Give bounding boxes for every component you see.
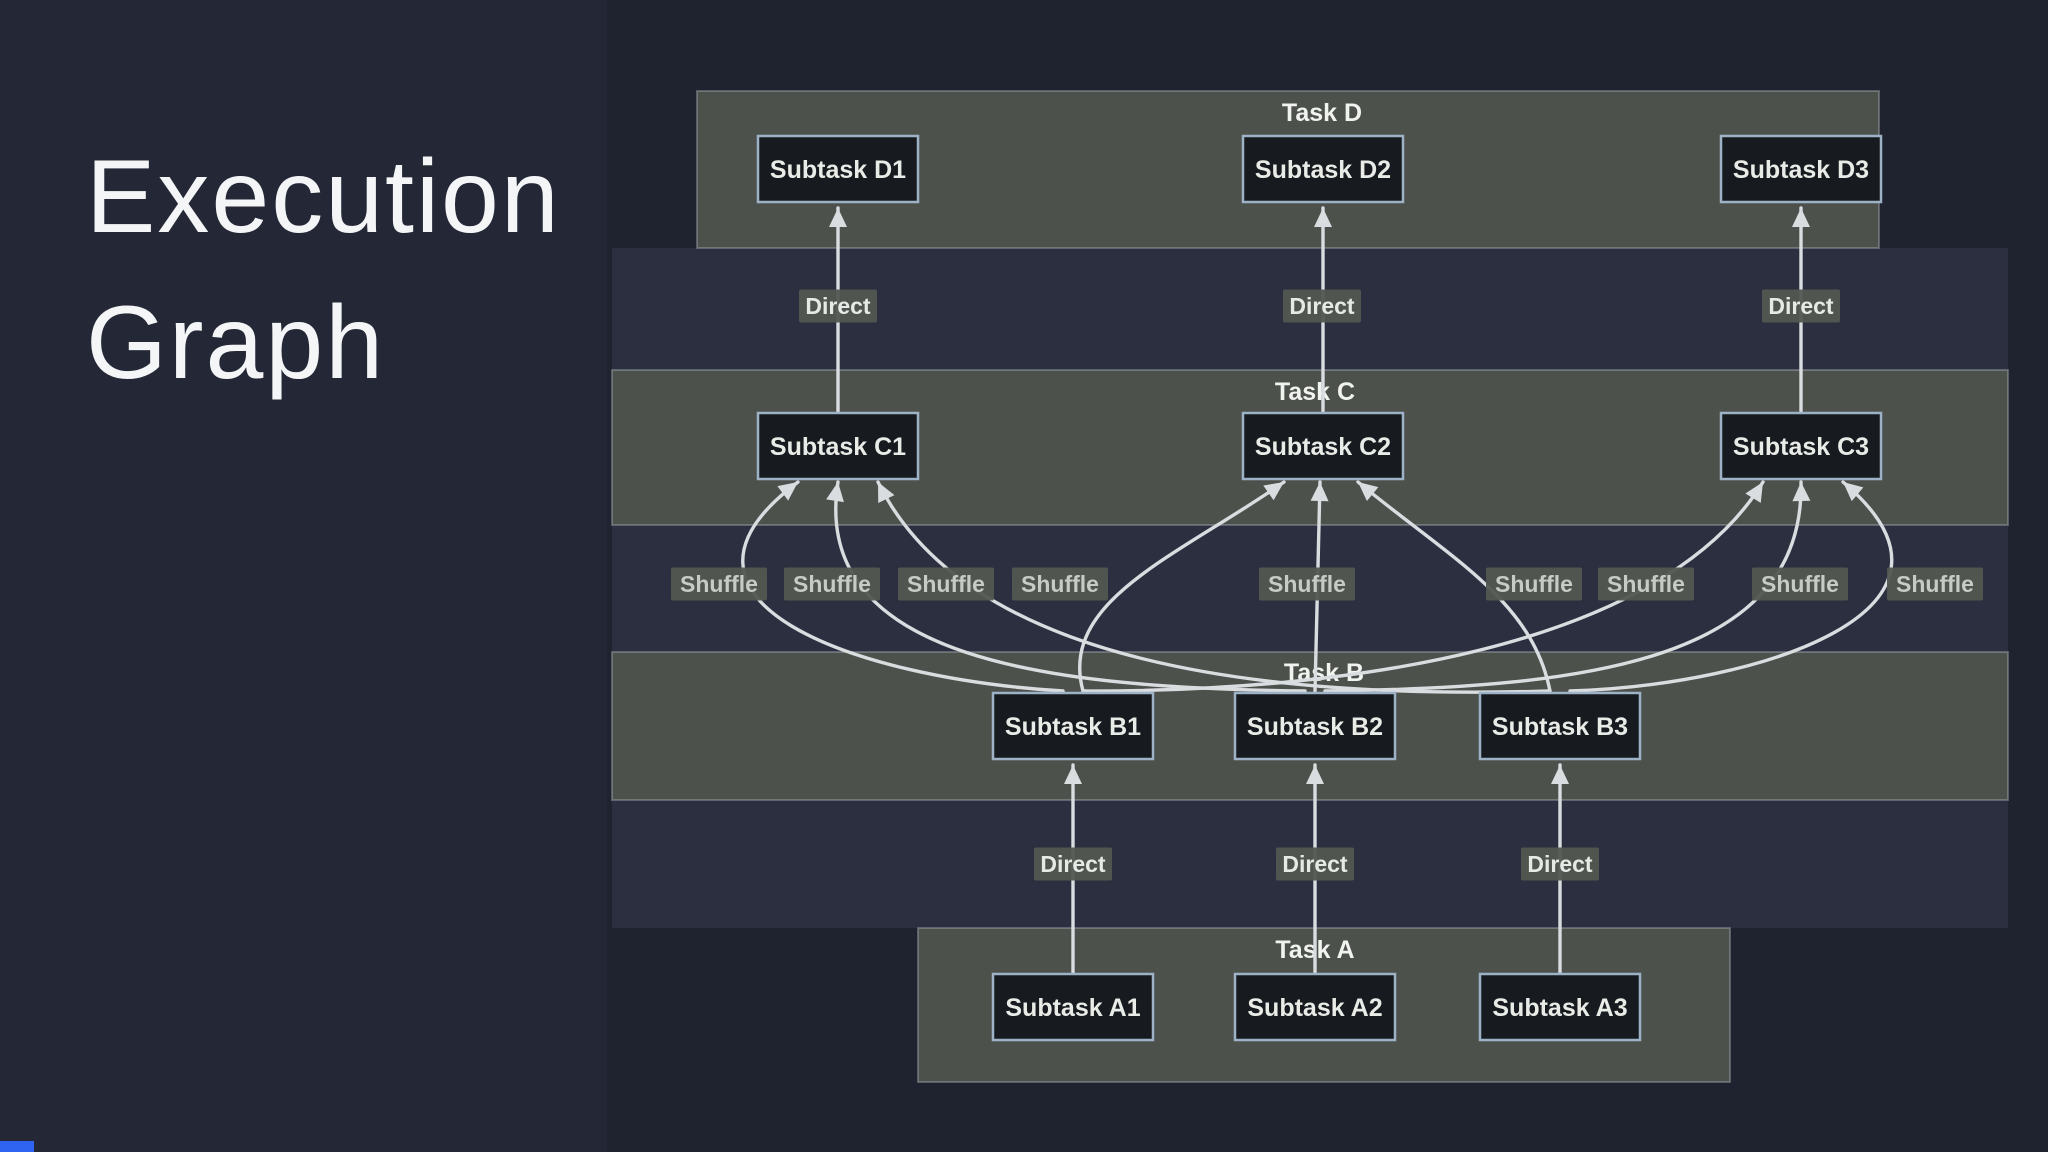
- node-label-C3: Subtask C3: [1733, 433, 1869, 461]
- edge-label-A2-B2: Direct: [1282, 851, 1348, 877]
- edge-B3-C2: [1356, 480, 1552, 693]
- edge-label-bg-B1-C2: [1012, 567, 1108, 601]
- node-B2: [1233, 691, 1397, 761]
- band-label-task-c: Task C: [1275, 378, 1355, 406]
- node-D2: [1241, 134, 1405, 204]
- node-A3: [1478, 972, 1642, 1042]
- edge-label-bg-B2-C2: [1259, 567, 1355, 601]
- edge-label-bg-C3-D3: [1762, 289, 1840, 323]
- node-label-C1: Subtask C1: [770, 433, 906, 461]
- edge-label-bg-A1-B1: [1034, 847, 1112, 881]
- edge-label-bg-B3-C2: [1486, 567, 1582, 601]
- node-label-A3: Subtask A3: [1492, 994, 1627, 1022]
- edge-label-bg-B2-C1: [784, 567, 880, 601]
- node-D3: [1719, 134, 1883, 204]
- edge-B1-C2: [1078, 480, 1286, 693]
- edge-label-C2-D2: Direct: [1289, 293, 1355, 319]
- node-C2: [1241, 411, 1405, 481]
- edge-label-B1-C2: Shuffle: [1021, 571, 1099, 597]
- edge-label-B3-C2: Shuffle: [1495, 571, 1573, 597]
- node-label-B1: Subtask B1: [1005, 713, 1141, 741]
- edge-label-bg-B1-C3: [1598, 567, 1694, 601]
- node-B1: [991, 691, 1155, 761]
- edge-label-bg-B1-C1: [671, 567, 767, 601]
- node-A2: [1233, 972, 1397, 1042]
- node-label-D2: Subtask D2: [1255, 156, 1391, 184]
- node-label-A1: Subtask A1: [1005, 994, 1140, 1022]
- edge-label-A3-B3: Direct: [1527, 851, 1593, 877]
- edge-label-B1-C1: Shuffle: [680, 571, 758, 597]
- node-C1: [756, 411, 920, 481]
- node-label-B3: Subtask B3: [1492, 713, 1628, 741]
- node-label-B2: Subtask B2: [1247, 713, 1383, 741]
- node-label-D1: Subtask D1: [770, 156, 906, 184]
- band-label-task-d: Task D: [1282, 99, 1362, 127]
- edge-label-B1-C3: Shuffle: [1607, 571, 1685, 597]
- edge-label-B2-C1: Shuffle: [793, 571, 871, 597]
- edge-label-bg-A3-B3: [1521, 847, 1599, 881]
- left-title-panel: [0, 0, 607, 1152]
- edge-B3-C1: [876, 480, 1552, 694]
- node-C3: [1719, 411, 1883, 481]
- node-label-A2: Subtask A2: [1247, 994, 1382, 1022]
- edge-B1-C3: [1081, 480, 1765, 693]
- edge-label-A1-B1: Direct: [1040, 851, 1106, 877]
- slide-title-line-1: Execution: [86, 139, 561, 255]
- edge-label-C3-D3: Direct: [1768, 293, 1834, 319]
- node-A1: [991, 972, 1155, 1042]
- edge-label-bg-B3-C1: [898, 567, 994, 601]
- edge-label-bg-C1-D1: [799, 289, 877, 323]
- edge-label-C1-D1: Direct: [805, 293, 871, 319]
- accent-bar: [0, 1141, 34, 1152]
- edge-label-bg-B3-C3: [1887, 567, 1983, 601]
- node-D1: [756, 134, 920, 204]
- node-B3: [1478, 691, 1642, 761]
- edge-B2-C3: [1323, 480, 1811, 693]
- edge-label-bg-B2-C3: [1752, 567, 1848, 601]
- edge-label-B3-C1: Shuffle: [907, 571, 985, 597]
- edge-label-bg-A2-B2: [1276, 847, 1354, 881]
- edge-label-B2-C3: Shuffle: [1761, 571, 1839, 597]
- edge-label-B2-C2: Shuffle: [1268, 571, 1346, 597]
- slide-title-line-2: Graph: [86, 285, 385, 401]
- edge-B3-C3: [1568, 480, 1894, 693]
- edge-label-bg-C2-D2: [1283, 289, 1361, 323]
- edge-label-B3-C3: Shuffle: [1896, 571, 1974, 597]
- node-label-C2: Subtask C2: [1255, 433, 1391, 461]
- edge-B1-C1: [741, 480, 1065, 693]
- node-label-D3: Subtask D3: [1733, 156, 1869, 184]
- subtask-nodes: Subtask D1 Subtask D2 Subtask D3 Subtask C1…: [756, 134, 1883, 1042]
